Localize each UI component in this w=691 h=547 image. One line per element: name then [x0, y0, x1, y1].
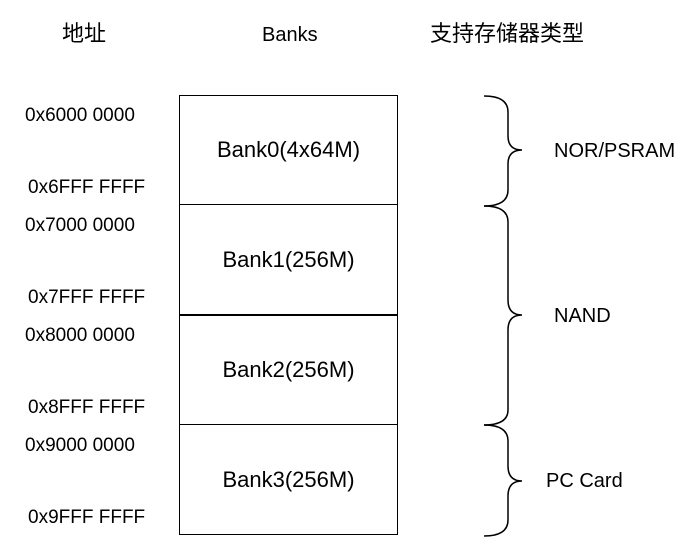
address-header: 地址 — [62, 22, 107, 47]
memory-type-nor-psram: NOR/PSRAM — [554, 140, 676, 162]
bank3-start-address: 0x9000 0000 — [25, 435, 135, 456]
bank1-start-address: 0x7000 0000 — [25, 215, 135, 236]
bank2-box: Bank2(256M) — [179, 315, 398, 425]
bank0-box: Bank0(4x64M) — [179, 95, 398, 205]
bank1-label: Bank1(256M) — [222, 246, 355, 272]
bank1-end-address: 0x7FFF FFFF — [28, 287, 146, 308]
memory-type-header: 支持存储器类型 — [430, 22, 585, 47]
bank0-end-address: 0x6FFF FFFF — [28, 177, 146, 198]
bank3-label: Bank3(256M) — [222, 466, 355, 492]
bank3-box: Bank3(256M) — [179, 425, 398, 535]
bank2-label: Bank2(256M) — [222, 357, 355, 382]
bank0-start-address: 0x6000 0000 — [25, 105, 135, 126]
bank2-end-address: 0x8FFF FFFF — [28, 397, 146, 418]
bank2-start-address: 0x8000 0000 — [25, 325, 135, 346]
bank3-end-address: 0x9FFF FFFF — [28, 507, 146, 528]
bank1-box: Bank1(256M) — [179, 205, 398, 315]
brace-nand — [483, 205, 523, 426]
brace-nor-psram — [483, 95, 523, 207]
banks-header: Banks — [262, 24, 318, 46]
brace-pc-card — [483, 424, 523, 537]
bank0-label: Bank0(4x64M) — [216, 137, 361, 162]
memory-type-pc-card: PC Card — [546, 470, 623, 492]
memory-type-nand: NAND — [554, 305, 611, 327]
